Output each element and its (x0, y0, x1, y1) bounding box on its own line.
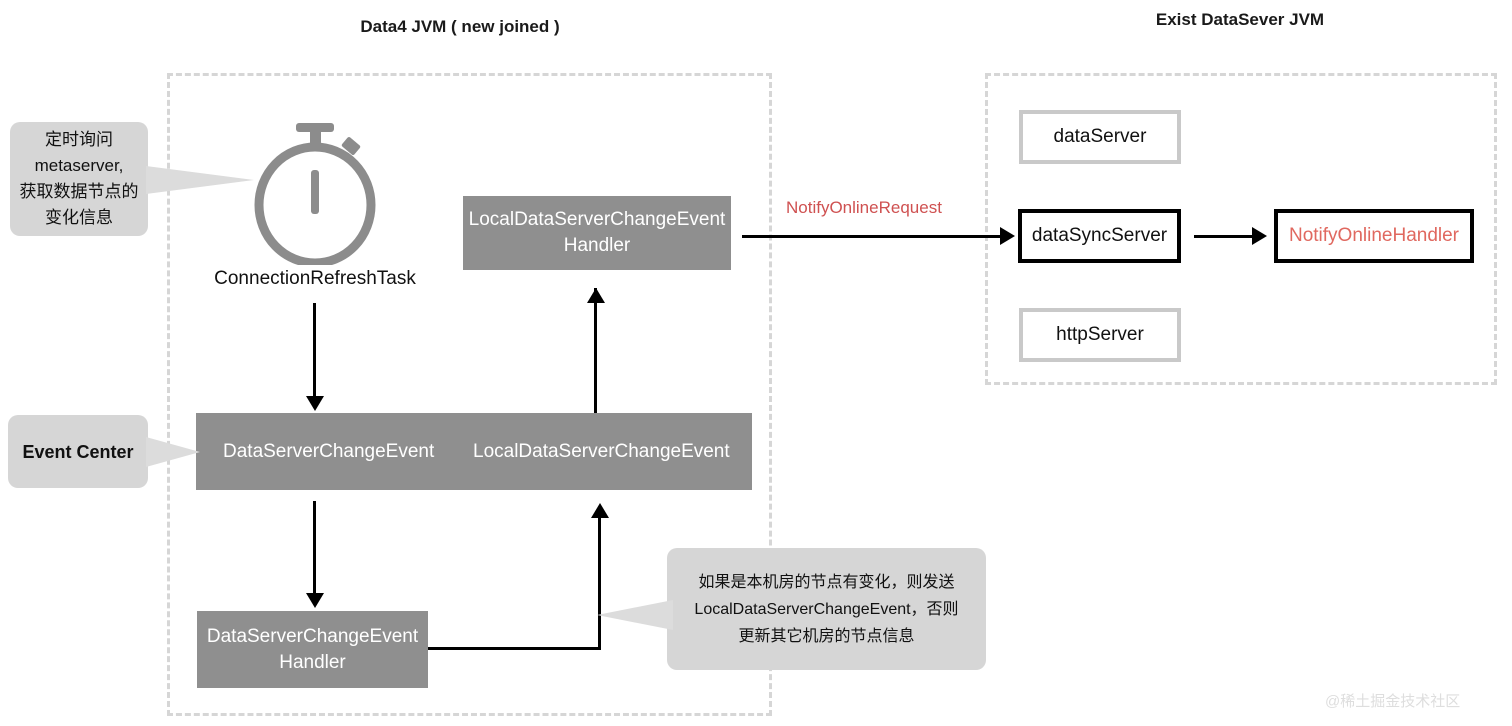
notify-online-request-arrow-head (1000, 227, 1015, 245)
box-httpserver: httpServer (1019, 308, 1181, 362)
left-panel-title: Data4 JVM ( new joined ) (360, 17, 560, 36)
handler-elbow-vertical (598, 518, 601, 650)
local-dataserver-change-event-handler-box: LocalDataServerChangeEvent Handler (463, 196, 731, 270)
dataserver-change-event-handler-box: DataServerChangeEvent Handler (197, 611, 428, 688)
watermark: @稀土掘金技术社区 (1325, 693, 1461, 710)
event-center-bar: DataServerChangeEvent LocalDataServerCha… (196, 413, 752, 490)
handler-elbow-horizontal (428, 647, 601, 650)
callout-metaserver: 定时询问 metaserver, 获取数据节点的 变化信息 (10, 122, 148, 236)
refresh-to-eventbar-arrow-line (313, 303, 316, 396)
connection-refresh-task-label: ConnectionRefreshTask (214, 268, 416, 289)
notify-online-request-arrow-line (742, 235, 1004, 238)
eventbar-to-handler-arrow-head (306, 593, 324, 608)
callout-event-center-label: Event Center (22, 441, 134, 462)
callout-event-center: Event Center (8, 415, 148, 488)
eventbar-to-handler-arrow-line (313, 501, 316, 593)
refresh-to-eventbar-arrow-head (306, 396, 324, 411)
handler-elbow-arrow-head (591, 503, 609, 518)
callout-metaserver-line3: 获取数据节点的 (19, 182, 139, 201)
ds-handler-line2: Handler (279, 651, 346, 673)
box-datasyncserver: dataSyncServer (1018, 209, 1181, 263)
callout-event-center-tail (146, 432, 202, 472)
local-handler-line2: Handler (563, 235, 631, 256)
syncserver-to-handler-arrow-line (1194, 235, 1256, 238)
callout-metaserver-tail (146, 160, 256, 200)
local-handler-line1: LocalDataServerChangeEvent (468, 209, 726, 230)
callout-local-room: 如果是本机房的节点有变化，则发送 LocalDataServerChangeEv… (667, 548, 986, 670)
event-dataserver-change-event: DataServerChangeEvent (223, 440, 435, 462)
box-httpserver-label: httpServer (1056, 324, 1144, 345)
box-notify-online-handler: NotifyOnlineHandler (1274, 209, 1474, 263)
syncserver-to-handler-arrow-head (1252, 227, 1267, 245)
box-notify-online-handler-label: NotifyOnlineHandler (1288, 225, 1460, 246)
callout-local-room-line1: 如果是本机房的节点有变化，则发送 (698, 573, 955, 591)
stopwatch-icon (250, 115, 380, 268)
box-dataserver-label: dataServer (1053, 126, 1147, 147)
callout-local-room-line2: LocalDataServerChangeEvent，否则 (694, 600, 959, 618)
right-panel-title: Exist DataSever JVM (1155, 10, 1325, 29)
left-jvm-group (167, 73, 772, 716)
callout-local-room-line3: 更新其它机房的节点信息 (738, 627, 915, 645)
event-local-dataserver-change-event: LocalDataServerChangeEvent (473, 440, 730, 462)
callout-metaserver-line2: metaserver, (34, 156, 124, 175)
local-handler-up-arrow-line (594, 288, 597, 414)
right-jvm-group (985, 73, 1497, 385)
local-handler-up-arrow-head (587, 288, 605, 303)
callout-local-room-tail (597, 595, 675, 635)
box-dataserver: dataServer (1019, 110, 1181, 164)
notify-online-request-label: NotifyOnlineRequest (786, 198, 942, 217)
callout-metaserver-line1: 定时询问 (45, 130, 113, 149)
box-datasyncserver-label: dataSyncServer (1031, 225, 1168, 246)
callout-metaserver-line4: 变化信息 (45, 208, 113, 227)
ds-handler-line1: DataServerChangeEvent (206, 625, 419, 647)
